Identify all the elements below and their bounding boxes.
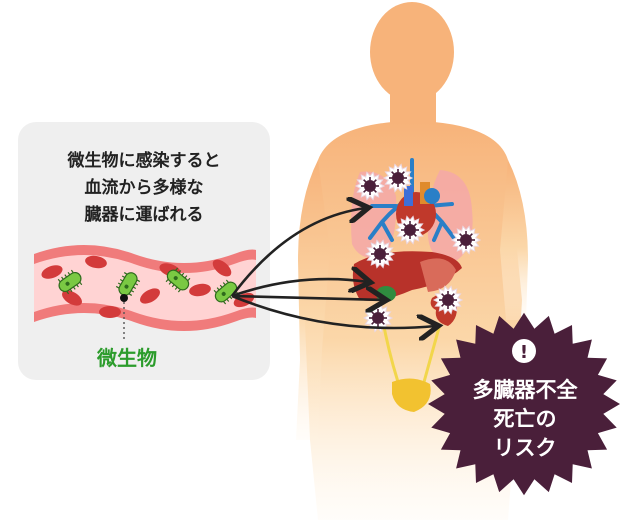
microbe-icon bbox=[57, 269, 83, 295]
stomach bbox=[420, 258, 456, 292]
right-arm bbox=[500, 160, 528, 320]
microbe-label: 微生物 bbox=[97, 346, 157, 370]
red-blood-cell bbox=[41, 265, 63, 279]
arrow-to-liver bbox=[231, 279, 368, 298]
caption-line-2: 血流から多様な bbox=[84, 178, 204, 198]
red-blood-cell bbox=[85, 255, 107, 269]
red-blood-cell bbox=[212, 259, 232, 277]
caption-text: 微生物に感染すると 血流から多様な 臓器に運ばれる bbox=[18, 148, 270, 229]
warning-line-1: 多臓器不全 bbox=[472, 378, 578, 402]
infection-burst-icon bbox=[354, 171, 386, 201]
spread-arrows bbox=[230, 208, 436, 328]
head bbox=[370, 2, 454, 102]
infection-burst-icon bbox=[432, 285, 464, 315]
red-blood-cell bbox=[189, 283, 211, 297]
warning-burst: ! bbox=[428, 312, 620, 496]
arrow-to-lungs bbox=[230, 208, 366, 297]
red-blood-cell bbox=[62, 290, 82, 306]
arrow-to-gallbladder bbox=[231, 296, 384, 300]
caption-line-3: 臓器に運ばれる bbox=[84, 205, 204, 225]
microbe-icon bbox=[115, 272, 141, 296]
infection-burst-icon bbox=[450, 225, 482, 255]
microbe-icon bbox=[165, 267, 191, 293]
blood-vessel bbox=[34, 245, 256, 340]
arrow-to-kidney bbox=[231, 294, 436, 328]
neck bbox=[390, 92, 436, 126]
warning-burst-shape bbox=[428, 312, 620, 496]
infection-burst-icon bbox=[382, 163, 414, 193]
infection-burst-icon bbox=[394, 215, 426, 245]
caption-line-1: 微生物に感染すると bbox=[67, 151, 221, 171]
warning-line-3: リスク bbox=[493, 436, 557, 460]
infection-burst-icon bbox=[364, 239, 396, 269]
microbes-in-vessel bbox=[57, 267, 239, 305]
vessel-lumen bbox=[34, 255, 256, 321]
exclamation-icon: ! bbox=[520, 342, 528, 363]
exclamation-icon-bg bbox=[512, 339, 536, 363]
microbe-pointer-dot bbox=[120, 294, 128, 302]
red-blood-cell bbox=[99, 306, 121, 318]
infection-markers bbox=[354, 163, 482, 333]
warning-line-2: 死亡の bbox=[493, 407, 557, 431]
warning-text: 多臓器不全 死亡の リスク bbox=[440, 376, 610, 463]
red-blood-cell bbox=[140, 288, 160, 304]
bladder bbox=[392, 378, 431, 412]
